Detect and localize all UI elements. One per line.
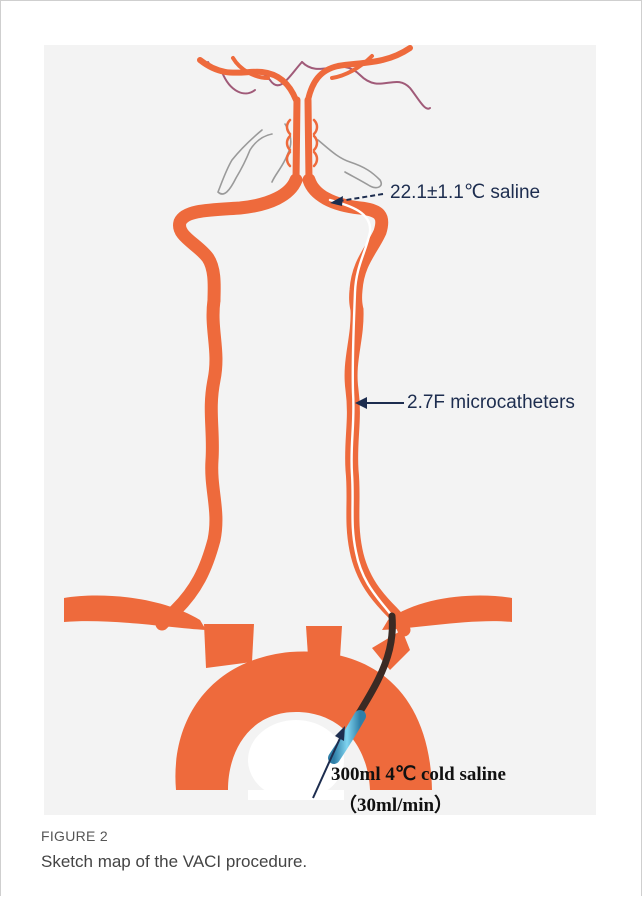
annotation-cold-saline-volume: 300ml 4℃ cold saline <box>331 763 506 786</box>
arrow-left-icon <box>355 397 404 409</box>
figure-caption: Sketch map of the VACI procedure. <box>41 852 307 872</box>
annotation-microcatheters: 2.7F microcatheters <box>407 392 575 414</box>
arterial-tree <box>162 48 410 630</box>
annotation-saline-temperature: 22.1±1.1℃ saline <box>390 181 540 204</box>
figure-label: FIGURE 2 <box>41 828 108 844</box>
subclavian-arteries <box>64 596 512 630</box>
annotation-cold-saline-rate: （30ml/min） <box>338 790 453 817</box>
